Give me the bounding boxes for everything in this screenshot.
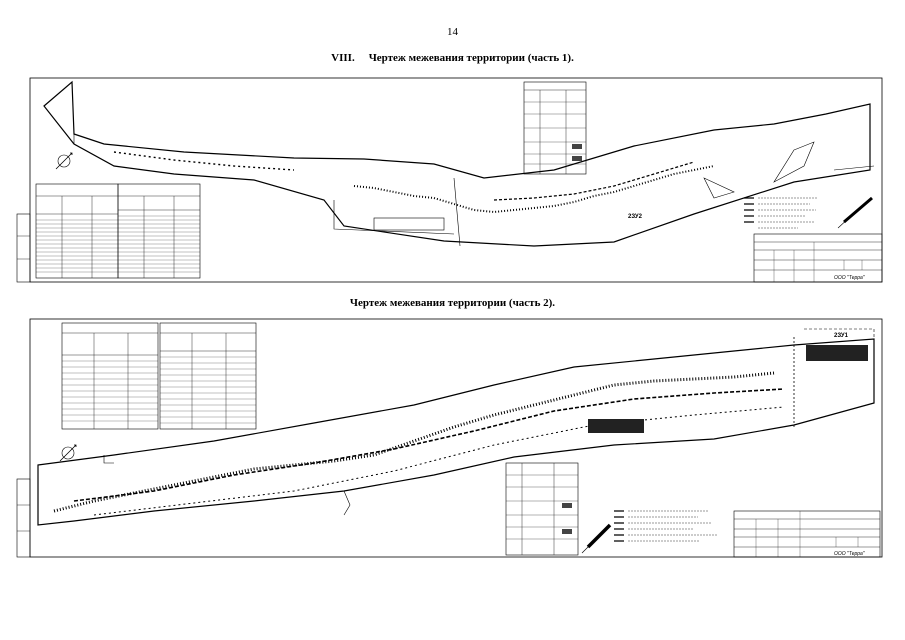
legend-lower-right [744, 197, 818, 229]
company-name: ООО "Терра" [834, 275, 865, 281]
zone-label: 2ЗУ1 [834, 333, 849, 339]
scale-bar [581, 523, 612, 554]
legend-entries [614, 510, 718, 542]
zone-label: 2ЗУ2 [628, 214, 643, 220]
road-label-box [588, 419, 644, 433]
coordinate-table-left-2 [159, 322, 257, 430]
drawing-sheet-part1: 2ЗУ2 ООО "Терра" [14, 74, 886, 286]
page-number: 14 [447, 26, 458, 38]
side-stamp [16, 213, 31, 283]
heading-part1-text: Чертеж межевания территории (часть 1). [368, 52, 574, 64]
drawing-sheet-part2: 2ЗУ1 [14, 315, 886, 561]
title-block: ООО "Терра" [733, 510, 881, 558]
coordinate-table-left-2 [117, 183, 201, 279]
north-arrow-icon [59, 444, 77, 462]
company-name: ООО "Терра" [834, 551, 865, 557]
north-arrow-icon [55, 152, 73, 170]
legend-table-top [523, 81, 587, 175]
drawing-part2-svg: 2ЗУ1 [16, 318, 883, 558]
corridor-boundary [37, 338, 875, 526]
section-roman-numeral: VIII. [331, 52, 355, 64]
building-label-box [806, 345, 868, 361]
corridor-boundary [43, 80, 871, 247]
side-stamp [16, 478, 31, 558]
legend-table-bottom [505, 462, 579, 556]
title-block: ООО "Терра" [753, 233, 883, 283]
heading-part1: VIII. Чертеж межевания территории (часть … [0, 52, 905, 64]
scale-bar [837, 196, 873, 229]
heading-part2: Чертеж межевания территории (часть 2). [349, 297, 556, 309]
coordinate-table-left-1 [35, 183, 119, 279]
coordinate-table-left-1 [61, 322, 159, 430]
drawing-part1-svg: 2ЗУ2 ООО "Терра" [16, 77, 883, 283]
